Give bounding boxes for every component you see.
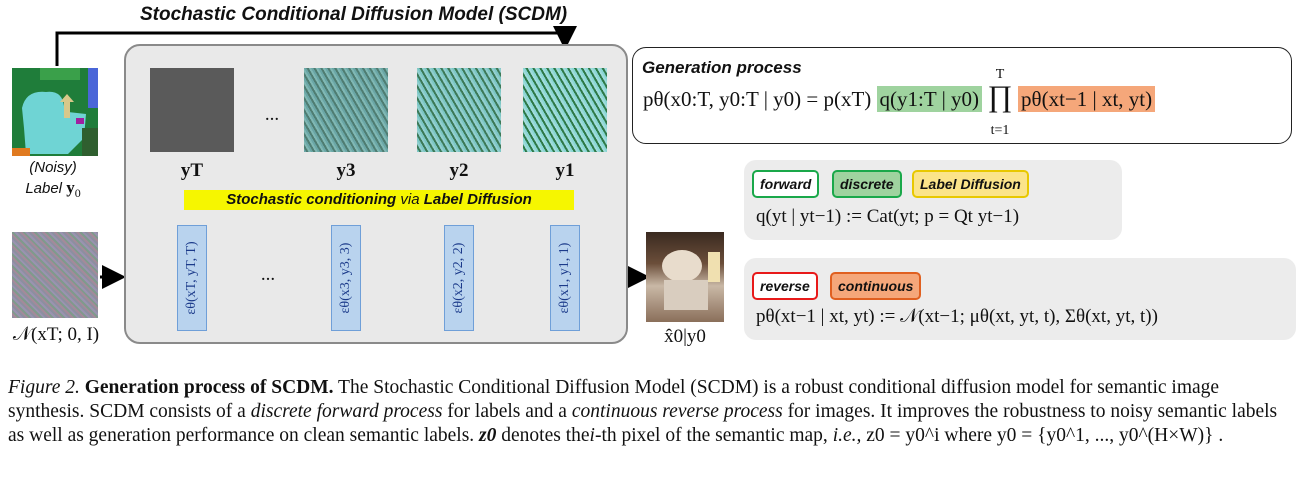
generation-title: Generation process	[642, 58, 802, 77]
label-yT: yT	[180, 160, 204, 181]
tag-discrete: discrete	[832, 170, 902, 198]
generation-equation: pθ(x0:T, y0:T | y0) = p(xT) q(y1:T | y0)…	[643, 67, 1156, 138]
eps-box-1: εθ(x1, y1, 1)	[550, 225, 580, 331]
eps-label-T: εθ(xT, yT, T)	[184, 241, 199, 315]
caption-set: y0 = {y0^1, ..., y0^(H×W)}	[996, 425, 1214, 446]
output-label: x̂0|y0	[664, 326, 706, 347]
label-y2: y2	[449, 160, 469, 181]
forward-equation: q(yt | yt−1) := Cat(yt; p = Qt yt−1)	[756, 206, 1020, 227]
stochastic-conditioning-bar: Stochastic conditioning via Label Diffus…	[184, 190, 574, 210]
gen-prod-top: T	[995, 67, 1005, 82]
eps-box-T: εθ(xT, yT, T)	[177, 225, 207, 331]
gen-lhs: pθ(x0:T, y0:T | y0) = p(xT)	[643, 87, 872, 111]
caption-end: .	[1218, 425, 1224, 446]
gen-q-term: q(y1:T | y0)	[876, 86, 983, 112]
label-y1: y1	[555, 160, 575, 181]
ellipsis-top: ...	[264, 104, 280, 125]
image-y1	[523, 68, 607, 152]
caption-t2: for labels and a	[447, 401, 567, 422]
gaussian-noise-image	[12, 232, 98, 318]
figure-caption: Figure 2. Generation process of SCDM. Th…	[8, 376, 1298, 448]
label-to-panel-arrow	[55, 26, 577, 66]
noisy-label-prefix: (Noisy)	[29, 159, 77, 176]
gen-prod-symbol: ∏	[987, 80, 1013, 113]
forward-process-box: forward discrete Label Diffusion q(yt | …	[744, 160, 1122, 240]
caption-i2: continuous reverse process	[571, 401, 783, 422]
noisy-label-text: Label	[25, 180, 63, 197]
image-yT	[150, 68, 234, 152]
caption-eq: z0 = y0^i	[866, 425, 940, 446]
output-bedroom-image	[646, 232, 724, 322]
caption-bold: Generation process of SCDM.	[84, 377, 334, 398]
ellipsis-bottom: ...	[260, 264, 276, 285]
caption-t3: for images. It improves the robustness t…	[8, 401, 1278, 446]
gen-product: T∏ t=1	[982, 67, 1018, 138]
gen-prod-bottom: t=1	[990, 123, 1010, 138]
eps-box-2: εθ(x2, y2, 2)	[444, 225, 474, 331]
noise-distribution-label: 𝒩(xT; 0, I)	[12, 324, 100, 345]
caption-t5: -th pixel of the semantic map,	[594, 425, 828, 446]
caption-t1: The Stochastic Conditional Diffusion Mod…	[8, 377, 1220, 422]
eps-label-3: εθ(x3, y3, 3)	[338, 242, 353, 314]
eps-label-2: εθ(x2, y2, 2)	[451, 242, 466, 314]
caption-i1: discrete forward process	[250, 401, 443, 422]
caption-where: where	[944, 425, 993, 446]
reverse-process-box: reverse continuous pθ(xt−1 | xt, yt) := …	[744, 258, 1296, 340]
tag-forward: forward	[752, 170, 820, 198]
caption-z0: z0	[479, 425, 497, 446]
tag-continuous: continuous	[830, 272, 922, 300]
caption-t4: denotes the	[501, 425, 590, 446]
caption-fig: Figure 2.	[8, 377, 80, 398]
sc-post: Label Diffusion	[423, 191, 532, 208]
eps-box-3: εθ(x3, y3, 3)	[331, 225, 361, 331]
image-y2	[417, 68, 501, 152]
noisy-label-image	[12, 68, 98, 156]
bedroom-drawing	[662, 250, 720, 310]
image-y3	[304, 68, 388, 152]
eps-label-1: εθ(x1, y1, 1)	[557, 242, 572, 314]
tag-reverse: reverse	[752, 272, 818, 300]
label-map-drawing	[12, 68, 98, 156]
label-y3: y3	[336, 160, 356, 181]
reverse-equation: pθ(xt−1 | xt, yt) := 𝒩(xt−1; μθ(xt, yt, …	[756, 306, 1158, 327]
noisy-label-line: Label y0	[25, 178, 81, 200]
caption-ie: i.e.,	[832, 425, 862, 446]
gen-p-term: pθ(xt−1 | xt, yt)	[1018, 86, 1156, 112]
caption-i-th: i	[589, 425, 595, 446]
noisy-label-caption: (Noisy) Label y0	[10, 158, 96, 203]
sc-pre: Stochastic conditioning	[226, 191, 397, 208]
diagram-title: Stochastic Conditional Diffusion Model (…	[140, 4, 568, 25]
sc-mid: via	[400, 191, 420, 208]
tag-label-diffusion: Label Diffusion	[912, 170, 1029, 198]
